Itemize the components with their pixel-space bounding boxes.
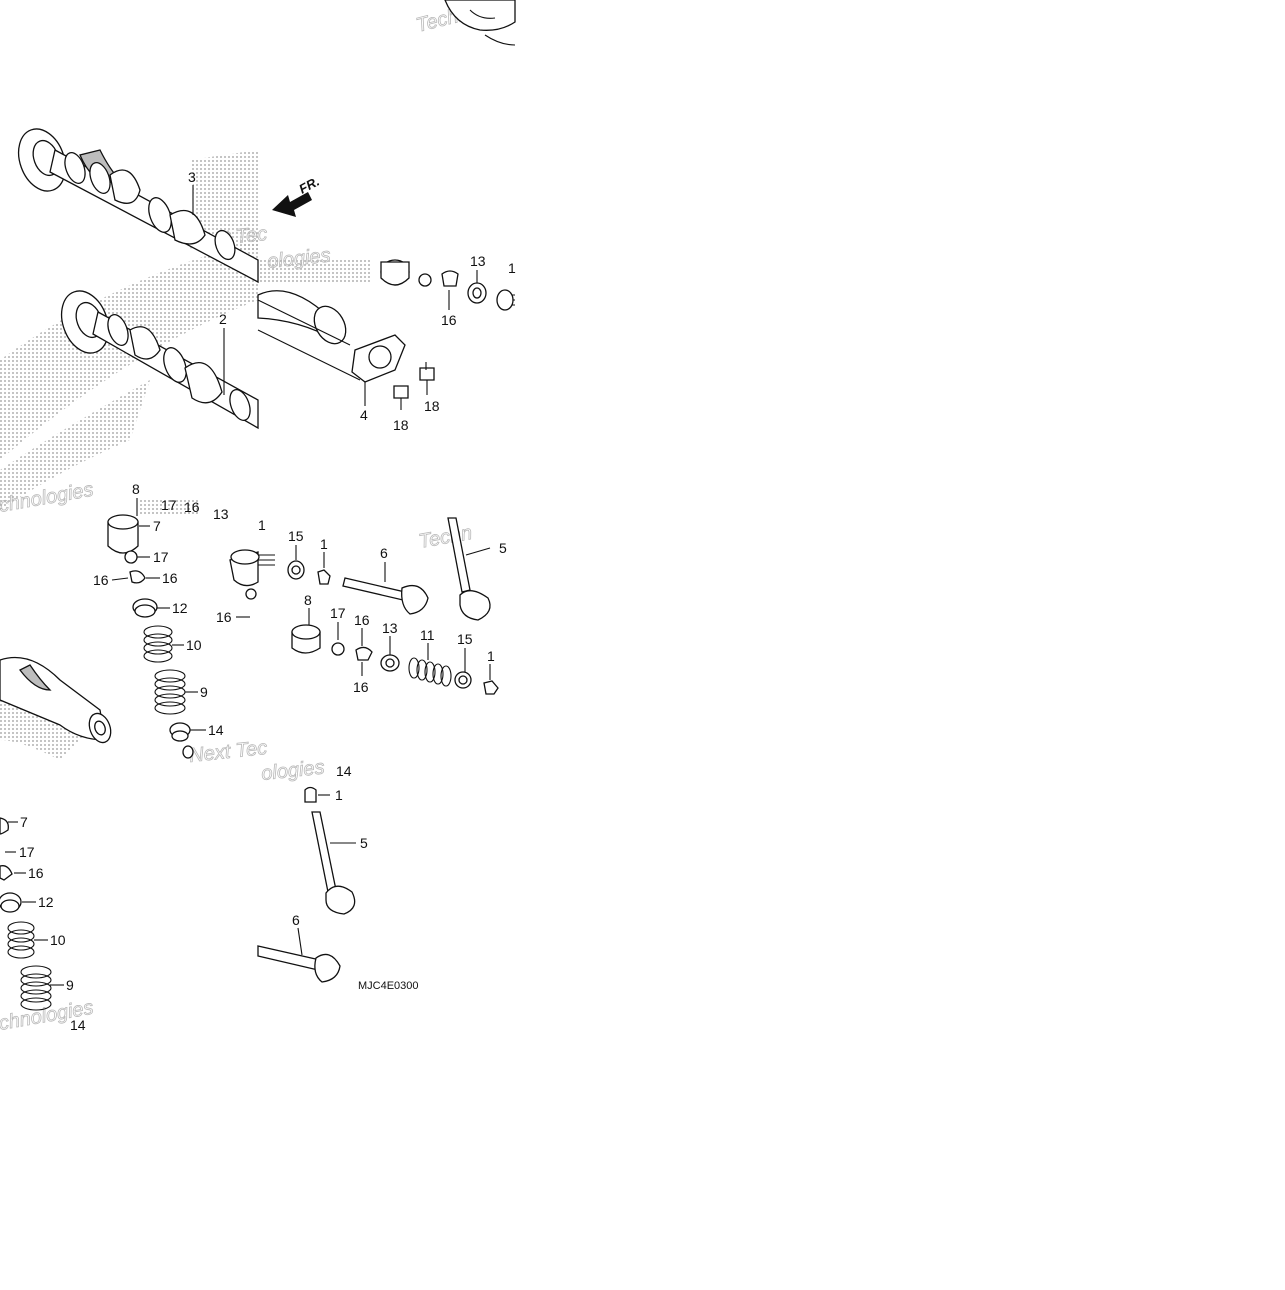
callout-14: 14 (336, 763, 352, 779)
camshaft-fragment-top (444, 0, 516, 46)
callout-6: 6 (292, 912, 300, 928)
callout-15: 15 (288, 528, 304, 544)
callout-7: 7 (153, 518, 161, 534)
camshaft-fragment-lower-left (0, 656, 112, 744)
callout-16: 16 (162, 570, 178, 586)
callout-1: 1 (258, 517, 266, 533)
callout-16: 16 (216, 609, 232, 625)
callout-3: 3 (188, 169, 196, 185)
callout-7: 7 (20, 814, 28, 830)
callout-16: 16 (354, 612, 370, 628)
callout-2: 2 (219, 311, 227, 327)
callout-12: 12 (172, 600, 188, 616)
camshaft-holder (257, 290, 406, 383)
callout-8: 8 (132, 481, 140, 497)
front-direction-arrow (272, 192, 312, 217)
callout-1: 1 (320, 536, 328, 552)
callout-5: 5 (499, 540, 507, 556)
callout-9: 9 (66, 977, 74, 993)
callout-1: 1 (487, 648, 495, 664)
callout-numbers: 3 2 4 18 18 13 1 16 8 17 16 13 7 17 16 1… (19, 169, 516, 1033)
callout-16: 16 (93, 572, 109, 588)
callout-17: 17 (330, 605, 346, 621)
callout-10: 10 (50, 932, 66, 948)
middle-valve-parts (287, 517, 499, 695)
upper-valve-parts (380, 259, 515, 311)
callout-17: 17 (19, 844, 35, 860)
svg-text:ologies: ologies (260, 756, 325, 785)
callout-17: 17 (153, 549, 169, 565)
callout-17: 17 (161, 497, 177, 513)
lower-valves (257, 786, 356, 983)
svg-text:Techn: Techn (417, 522, 474, 553)
callout-13: 13 (382, 620, 398, 636)
callout-8: 8 (304, 592, 312, 608)
callout-11: 11 (420, 627, 435, 643)
camshaft-lower (60, 290, 259, 430)
callout-13: 13 (213, 506, 229, 522)
lower-left-valve-stack (0, 817, 52, 1011)
holder-bolts (393, 367, 435, 410)
callout-1: 1 (335, 787, 343, 803)
callout-16: 16 (28, 865, 44, 881)
callout-18: 18 (393, 417, 409, 433)
leader-lines (5, 185, 491, 986)
callout-4: 4 (360, 407, 368, 423)
callout-1: 1 (508, 260, 516, 276)
callout-10: 10 (186, 637, 202, 653)
callout-6: 6 (380, 545, 388, 561)
callout-5: 5 (360, 835, 368, 851)
camshaft-upper (17, 128, 259, 284)
callout-16: 16 (353, 679, 369, 695)
lifter-partial (229, 549, 275, 600)
diagram-code: MJC4E0300 (358, 980, 419, 992)
callout-16: 16 (184, 499, 200, 515)
callout-15: 15 (457, 631, 473, 647)
callout-9: 9 (200, 684, 208, 700)
front-direction-label: FR. (296, 174, 322, 197)
left-valve-stack (107, 514, 194, 759)
callout-16: 16 (441, 312, 457, 328)
callout-13: 13 (470, 253, 486, 269)
callout-18: 18 (424, 398, 440, 414)
callout-12: 12 (38, 894, 54, 910)
callout-14: 14 (208, 722, 224, 738)
callout-14: 14 (70, 1017, 86, 1033)
svg-text:Next Tec: Next Tec (188, 737, 268, 767)
